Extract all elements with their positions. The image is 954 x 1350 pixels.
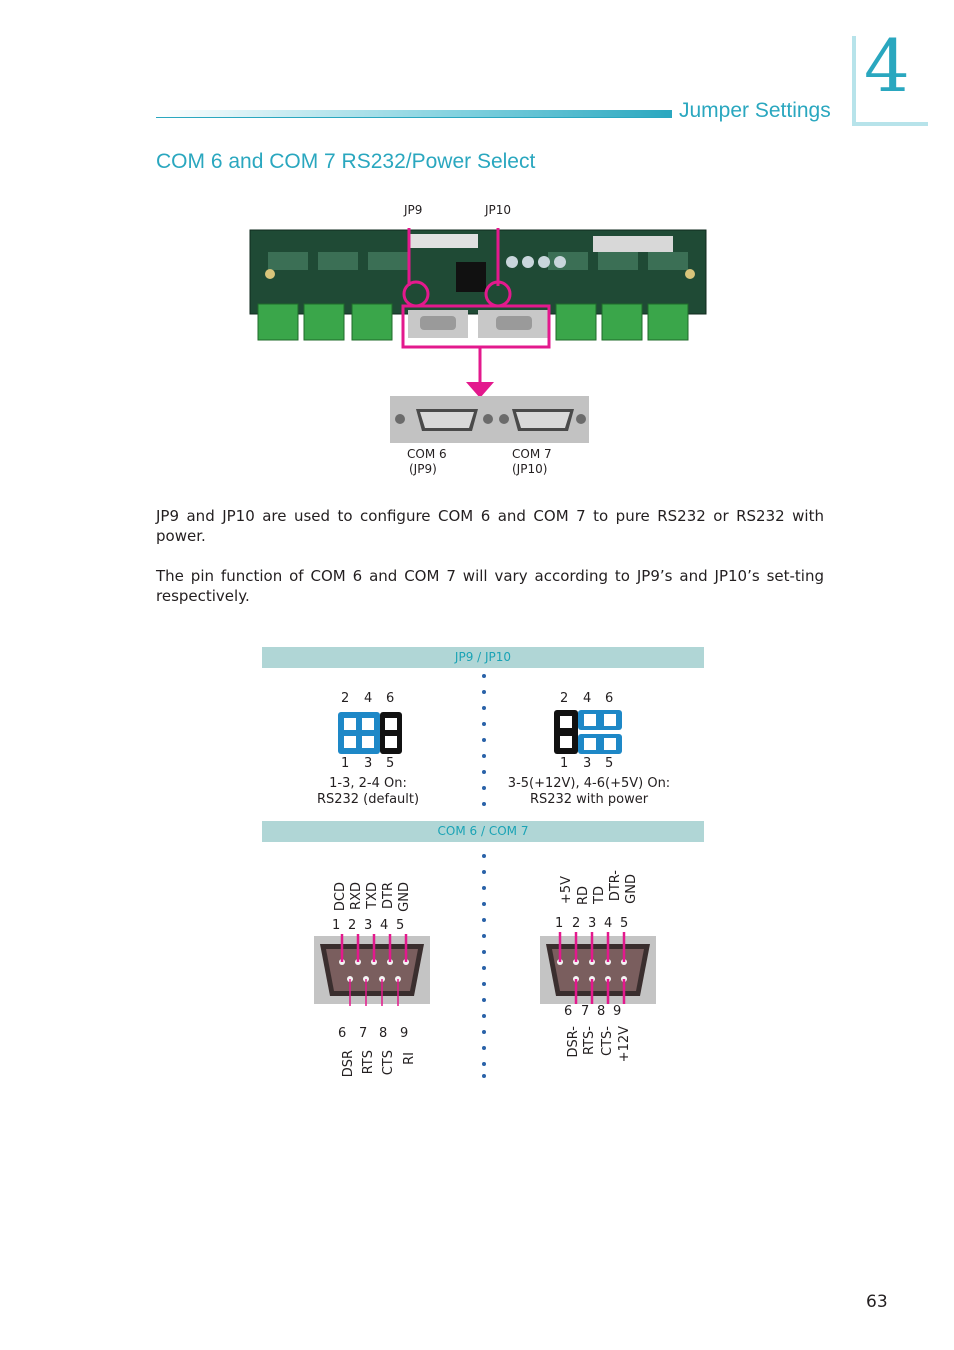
right-pin-5: 5 (620, 916, 629, 931)
left-jumper (338, 712, 402, 754)
paragraph-2: The pin function of COM 6 and COM 7 will… (156, 567, 824, 605)
right-db9-connector (540, 932, 656, 1004)
right-signal-dtr: DTR- (608, 870, 623, 902)
left-signal-dcd: DCD (333, 882, 348, 912)
header-rule (156, 110, 672, 117)
left-pin-6: 6 (338, 1026, 347, 1041)
right-pin-6: 6 (564, 1004, 573, 1019)
right-signal-gnd: GND (624, 874, 639, 904)
chip (456, 262, 486, 292)
right-pin-7: 7 (581, 1004, 590, 1019)
left-pin-4: 4 (380, 918, 389, 933)
left-pin-2: 2 (348, 918, 357, 933)
right-pin-1: 1 (555, 916, 564, 931)
com7-label: COM 7 (512, 447, 552, 461)
right-caption-2: RS232 with power (529, 792, 649, 807)
left-signal-ri: RI (402, 1052, 417, 1065)
left-signal-rxd: RXD (349, 882, 364, 910)
right-signal-rd: RD (576, 886, 591, 906)
com7-sub: (JP10) (512, 462, 548, 476)
left-caption-2: RS232 (default) (316, 792, 420, 807)
left-signal-dsr: DSR (341, 1050, 356, 1078)
paragraph-1: JP9 and JP10 are used to configure COM 6… (156, 507, 824, 545)
jp10-label: JP10 (485, 203, 512, 217)
left-top-pin-2: 2 (341, 691, 350, 706)
chapter-box-line (852, 36, 856, 126)
chapter-box-bottom (852, 122, 928, 126)
left-pin-3: 3 (364, 918, 373, 933)
header-rule-thin (156, 117, 672, 118)
left-top-pin-6: 6 (386, 691, 395, 706)
left-top-pin-4: 4 (364, 691, 373, 706)
left-signal-txd: TXD (365, 882, 380, 909)
right-jumper (554, 710, 622, 754)
jp9-label: JP9 (404, 203, 423, 217)
board-figure (249, 228, 707, 443)
chapter-number: 4 (864, 24, 910, 108)
right-signal-5v: +5V (559, 876, 574, 905)
dotted-divider (482, 674, 486, 1078)
right-bottom-pin-3: 3 (583, 756, 592, 771)
right-bottom-pin-1: 1 (560, 756, 569, 771)
com6-label: COM 6 (407, 447, 447, 461)
right-signal-dsr: DSR- (566, 1026, 581, 1058)
right-pin-8: 8 (597, 1004, 606, 1019)
right-signal-cts: CTS- (600, 1026, 615, 1056)
left-db9-connector (314, 934, 430, 1006)
left-pin-5: 5 (396, 918, 405, 933)
header-title: Jumper Settings (679, 99, 831, 122)
left-pin-8: 8 (379, 1026, 388, 1041)
band-jp9-jp10: JP9 / JP10 (262, 647, 704, 668)
left-bottom-pin-1: 1 (341, 756, 350, 771)
page-number: 63 (866, 1292, 888, 1312)
right-signal-td: TD (592, 886, 607, 904)
left-signal-dtr: DTR (381, 882, 396, 909)
right-signal-rts: RTS- (582, 1026, 597, 1055)
com6-sub: (JP9) (409, 462, 437, 476)
right-top-pin-4: 4 (583, 691, 592, 706)
left-signal-rts: RTS (361, 1050, 376, 1075)
left-signal-gnd: GND (397, 882, 412, 912)
right-signal-12v: +12V (617, 1026, 632, 1063)
left-bottom-pin-5: 5 (386, 756, 395, 771)
left-bottom-pin-3: 3 (364, 756, 373, 771)
right-caption-1: 3-5(+12V), 4-6(+5V) On: (507, 776, 671, 791)
left-signal-cts: CTS (381, 1050, 396, 1076)
right-bottom-pin-5: 5 (605, 756, 614, 771)
right-pin-3: 3 (588, 916, 597, 931)
left-pin-7: 7 (359, 1026, 368, 1041)
left-caption-1: 1-3, 2-4 On: (329, 776, 407, 791)
section-title: COM 6 and COM 7 RS232/Power Select (156, 150, 536, 173)
band-com6-com7: COM 6 / COM 7 (262, 821, 704, 842)
right-pin-9: 9 (613, 1004, 622, 1019)
right-pin-4: 4 (604, 916, 613, 931)
right-top-pin-6: 6 (605, 691, 614, 706)
left-pin-1: 1 (332, 918, 341, 933)
left-pin-9: 9 (400, 1026, 409, 1041)
right-pin-2: 2 (572, 916, 581, 931)
right-top-pin-2: 2 (560, 691, 569, 706)
